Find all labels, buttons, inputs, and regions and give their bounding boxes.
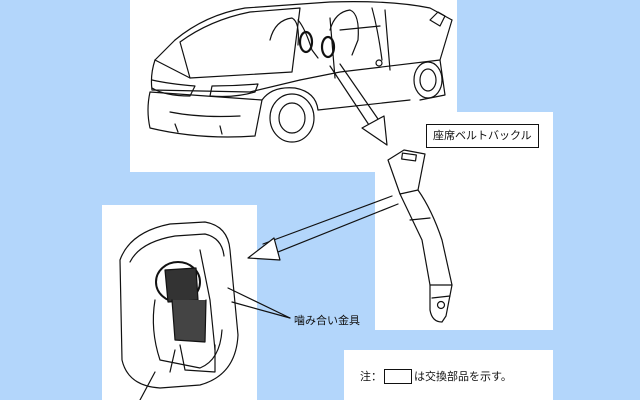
engaging-fitting-label: 噛み合い金具 xyxy=(294,314,360,327)
note-panel xyxy=(344,350,553,400)
buckle-illustration-panel xyxy=(375,112,553,330)
car-drawing xyxy=(147,1,453,143)
replacement-part-box-icon xyxy=(384,368,412,384)
seat-belt-buckle-label: 座席ベルトバックル xyxy=(426,124,539,148)
arrow-car-to-buckle xyxy=(329,63,388,146)
replacement-note: 注： は交換部品を示す。 xyxy=(360,368,512,384)
buckle-detail-drawing xyxy=(119,221,291,400)
note-suffix: は交換部品を示す。 xyxy=(414,370,512,383)
buckle-drawing xyxy=(387,149,453,323)
note-prefix: 注： xyxy=(360,370,382,383)
arrow-buckle-to-detail xyxy=(247,195,399,261)
